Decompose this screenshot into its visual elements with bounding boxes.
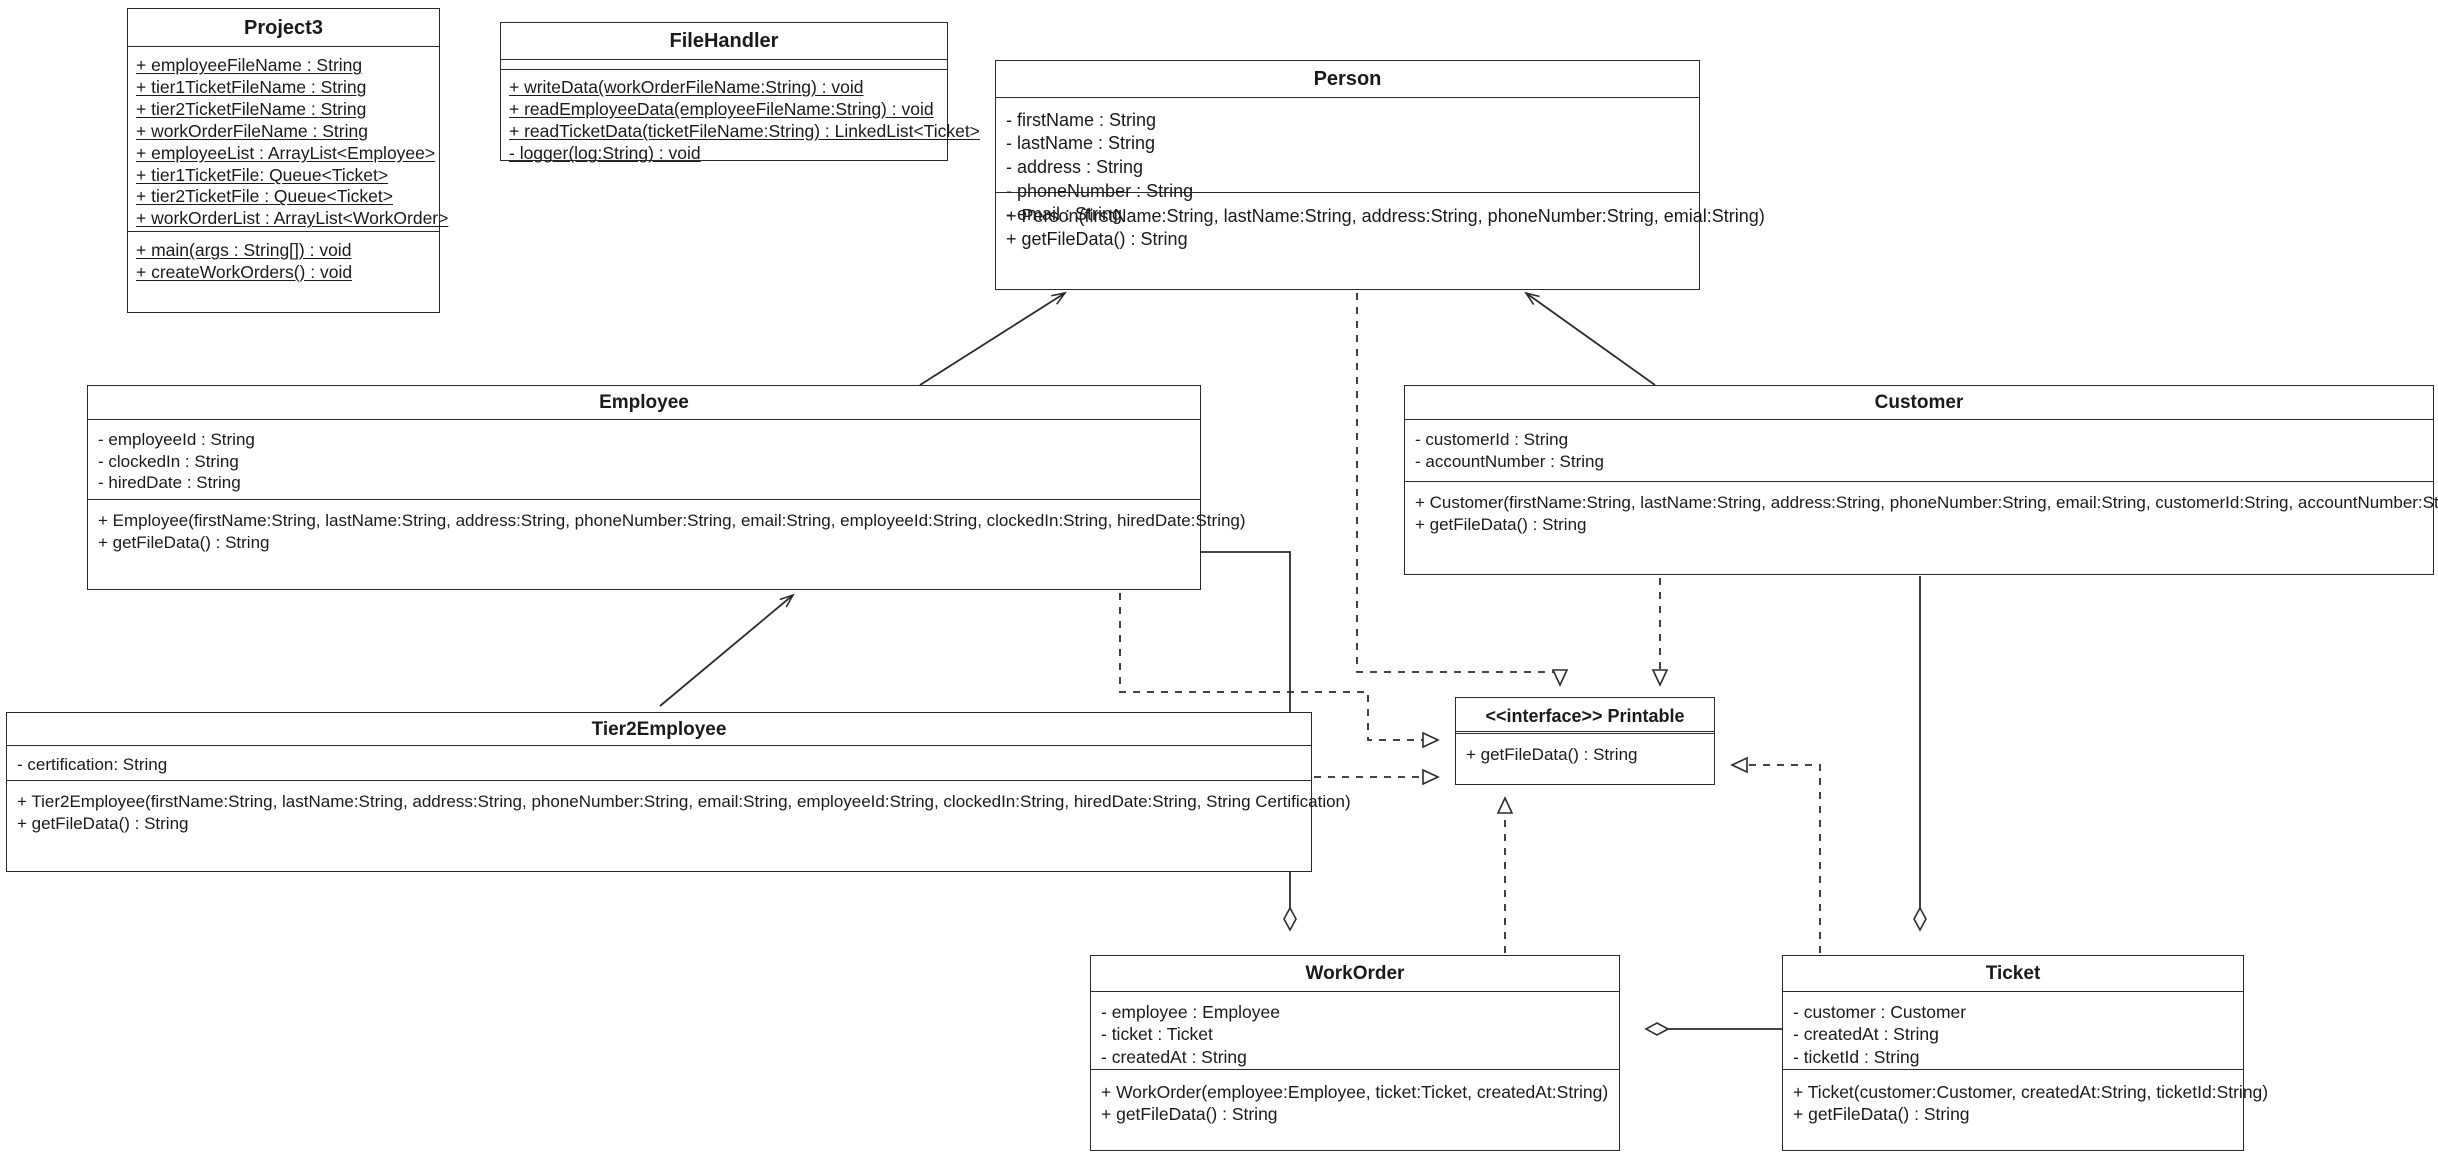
- class-box-ticket[interactable]: Ticket - customer : Customer - createdAt…: [1782, 955, 2269, 1151]
- attributes-compartment-tier2employee: - certification: String: [7, 746, 1311, 781]
- operation-row: + readTicketData(ticketFileName:String) …: [509, 120, 980, 141]
- operation-row: + getFileData() : String: [98, 532, 270, 552]
- class-box-filehandler[interactable]: FileHandler + writeData(workOrderFileNam…: [500, 22, 980, 162]
- operation-row: + Tier2Employee(firstName:String, lastNa…: [17, 792, 1351, 812]
- operation-row: + Employee(firstName:String, lastName:St…: [98, 511, 1246, 531]
- attribute-row: - customerId : String: [1415, 430, 1569, 450]
- operation-row: + Customer(firstName:String, lastName:St…: [1415, 493, 2438, 513]
- attribute-row: - createdAt : String: [1793, 1024, 1939, 1044]
- class-title-tier2employee: Tier2Employee: [7, 713, 1311, 746]
- class-box-printable-interface[interactable]: <<interface>> Printable + getFileData() …: [1455, 697, 1715, 785]
- class-box-employee[interactable]: Employee - employeeId : String - clocked…: [87, 385, 1246, 590]
- class-title-employee: Employee: [88, 386, 1200, 420]
- operation-row: + readEmployeeData(employeeFileName:Stri…: [509, 99, 934, 120]
- attribute-row: + employeeFileName : String: [136, 55, 363, 76]
- operation-row: - logger(log:String) : void: [509, 142, 701, 163]
- attribute-row: + workOrderFileName : String: [136, 120, 368, 141]
- class-title-person: Person: [996, 61, 1699, 98]
- operation-row: + getFileData() : String: [1415, 514, 1587, 534]
- operation-row: + WorkOrder(employee:Employee, ticket:Ti…: [1101, 1081, 1609, 1102]
- attributes-compartment-customer: - customerId : String - accountNumber : …: [1405, 420, 2433, 482]
- attributes-compartment-ticket: - customer : Customer - createdAt : Stri…: [1783, 992, 2243, 1070]
- attributes-compartment-employee: - employeeId : String - clockedIn : Stri…: [88, 420, 1200, 500]
- operation-row: + createWorkOrders() : void: [136, 262, 353, 283]
- attribute-row: - employeeId : String: [98, 430, 255, 450]
- attribute-row: - hiredDate : String: [98, 472, 241, 492]
- attribute-row: + tier1TicketFileName : String: [136, 77, 367, 98]
- interface-title-printable: <<interface>> Printable: [1456, 698, 1714, 734]
- attribute-row: - phoneNumber : String: [1006, 180, 1194, 201]
- operations-compartment-employee: + Employee(firstName:String, lastName:St…: [88, 500, 1246, 553]
- edge-employee-inherits-person: [919, 291, 1067, 386]
- operation-row: + getFileData() : String: [1101, 1104, 1278, 1124]
- edge-tier2employee-inherits-employee: [659, 593, 795, 707]
- attribute-row: - email : String: [1006, 204, 1123, 225]
- attribute-row: - certification: String: [17, 755, 168, 775]
- attributes-compartment-project3: + employeeFileName : String + tier1Ticke…: [128, 47, 449, 232]
- operations-compartment-project3: + main(args : String[]) : void + createW…: [128, 232, 439, 284]
- attribute-row: + employeeList : ArrayList<Employee>: [136, 142, 436, 163]
- attribute-row: - address : String: [1006, 156, 1144, 177]
- attribute-row: - clockedIn : String: [98, 451, 239, 471]
- attribute-row: - accountNumber : String: [1415, 451, 1604, 471]
- operations-compartment-tier2employee: + Tier2Employee(firstName:String, lastNa…: [7, 781, 1351, 834]
- operation-row: + Ticket(customer:Customer, createdAt:St…: [1793, 1081, 2269, 1102]
- attribute-row: - employee : Employee: [1101, 1001, 1280, 1022]
- operation-row: + getFileData() : String: [1006, 229, 1188, 250]
- class-box-customer[interactable]: Customer - customerId : String - account…: [1404, 385, 2438, 575]
- class-box-workorder[interactable]: WorkOrder - employee : Employee - ticket…: [1090, 955, 1620, 1151]
- attribute-row: - ticketId : String: [1793, 1046, 1920, 1067]
- class-box-person[interactable]: Person - firstName : String - lastName :…: [995, 60, 1765, 290]
- attribute-row: - firstName : String: [1006, 109, 1157, 130]
- operation-row: + main(args : String[]) : void: [136, 240, 352, 261]
- operations-compartment-workorder: + WorkOrder(employee:Employee, ticket:Ti…: [1091, 1070, 1619, 1126]
- operation-row: + getFileData() : String: [1793, 1104, 1970, 1124]
- attribute-row: + tier1TicketFile: Queue<Ticket>: [136, 164, 389, 185]
- edge-ticket-implements-printable: [1732, 765, 1821, 953]
- class-box-project3[interactable]: Project3 + employeeFileName : String + t…: [127, 8, 449, 313]
- operations-compartment-ticket: + Ticket(customer:Customer, createdAt:St…: [1783, 1070, 2269, 1126]
- attribute-row: - customer : Customer: [1793, 1001, 1967, 1022]
- edge-customer-inherits-person: [1524, 291, 1656, 386]
- class-title-filehandler: FileHandler: [501, 23, 947, 60]
- class-title-ticket: Ticket: [1783, 956, 2243, 992]
- operations-compartment-filehandler: + writeData(workOrderFileName:String) : …: [501, 70, 980, 165]
- attribute-row: + workOrderList : ArrayList<WorkOrder>: [136, 208, 449, 229]
- attribute-row: - createdAt : String: [1101, 1046, 1247, 1067]
- attributes-compartment-workorder: - employee : Employee - ticket : Ticket …: [1091, 992, 1619, 1070]
- class-title-project3: Project3: [128, 9, 439, 47]
- operation-row: + Person(firstName:String, lastName:Stri…: [1006, 205, 1765, 226]
- attributes-compartment-person: - firstName : String - lastName : String…: [996, 98, 1699, 223]
- attribute-row: + tier2TicketFile : Queue<Ticket>: [136, 186, 393, 207]
- attribute-row: - ticket : Ticket: [1101, 1024, 1213, 1044]
- attributes-compartment-filehandler: [501, 60, 947, 70]
- attribute-row: - lastName : String: [1006, 133, 1156, 154]
- operations-compartment-printable: + getFileData() : String: [1456, 734, 1714, 763]
- operations-compartment-person: + Person(firstName:String, lastName:Stri…: [996, 193, 1765, 251]
- class-title-customer: Customer: [1405, 386, 2433, 420]
- operation-row: + writeData(workOrderFileName:String) : …: [509, 77, 864, 98]
- class-box-tier2employee[interactable]: Tier2Employee - certification: String + …: [6, 712, 1351, 872]
- operation-row: + getFileData() : String: [17, 813, 189, 833]
- class-title-workorder: WorkOrder: [1091, 956, 1619, 992]
- operations-compartment-customer: + Customer(firstName:String, lastName:St…: [1405, 482, 2438, 535]
- operation-row: + getFileData() : String: [1466, 745, 1638, 764]
- attribute-row: + tier2TicketFileName : String: [136, 98, 367, 119]
